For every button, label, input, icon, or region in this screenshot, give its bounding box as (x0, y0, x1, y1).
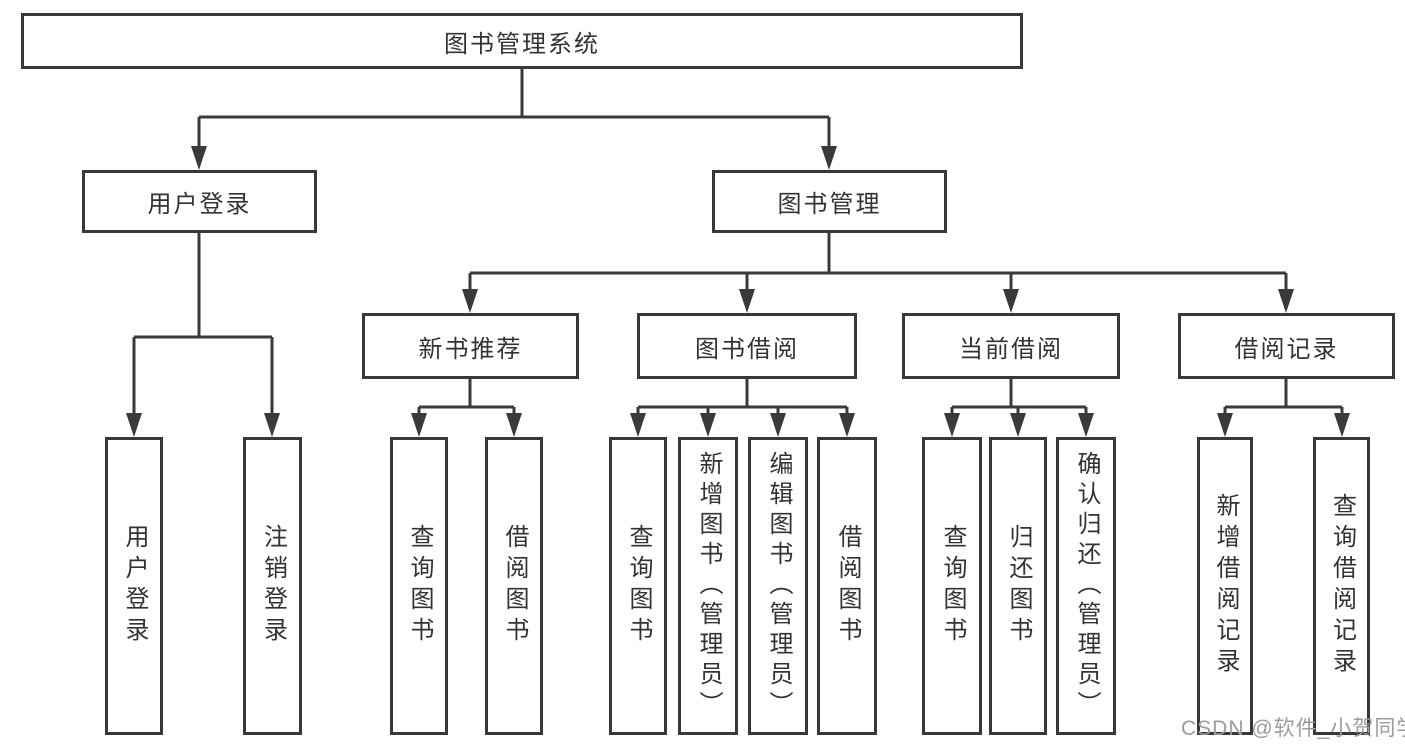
node-book-borrowing: 图书借阅 (637, 313, 857, 379)
leaf-user-login: 用户登录 (105, 437, 163, 735)
node-new-book-recommend: 新书推荐 (362, 313, 579, 379)
connector-new-books-to-leaves (411, 379, 522, 437)
node-borrowing-records: 借阅记录 (1178, 313, 1395, 379)
connector-book-mgmt-to-level3 (462, 233, 1294, 313)
node-user-login: 用户登录 (82, 170, 317, 233)
node-current-borrowing: 当前借阅 (902, 313, 1120, 379)
connector-root-to-level2 (191, 69, 837, 170)
leaf-current-search-books: 查询图书 (922, 437, 982, 735)
leaf-logout: 注销登录 (243, 437, 302, 735)
leaf-borrow-edit-books-admin: 编辑图书（管理员） (748, 437, 808, 735)
connector-borrow-records-to-leaves (1217, 379, 1350, 437)
leaf-borrow-add-books-admin: 新增图书（管理员） (678, 437, 738, 735)
csdn-watermark: CSDN @软件_小贺同学 (1181, 717, 1405, 740)
leaf-records-search-record: 查询借阅记录 (1313, 437, 1370, 735)
leaf-current-return-books: 归还图书 (989, 437, 1047, 735)
leaf-borrow-search-books: 查询图书 (609, 437, 667, 735)
connector-book-borrow-to-leaves (630, 379, 855, 437)
connector-user-login-to-leaves (126, 233, 280, 437)
node-root: 图书管理系统 (21, 13, 1023, 69)
leaf-current-confirm-return-admin: 确认归还（管理员） (1056, 437, 1116, 735)
leaf-newbooks-search-books: 查询图书 (390, 437, 448, 735)
connector-current-borrow-to-leaves (944, 379, 1094, 437)
leaf-newbooks-borrow-books: 借阅图书 (485, 437, 543, 735)
leaf-records-add-record: 新增借阅记录 (1197, 437, 1253, 735)
leaf-borrow-borrow-books: 借阅图书 (817, 437, 877, 735)
node-book-management: 图书管理 (712, 170, 947, 233)
